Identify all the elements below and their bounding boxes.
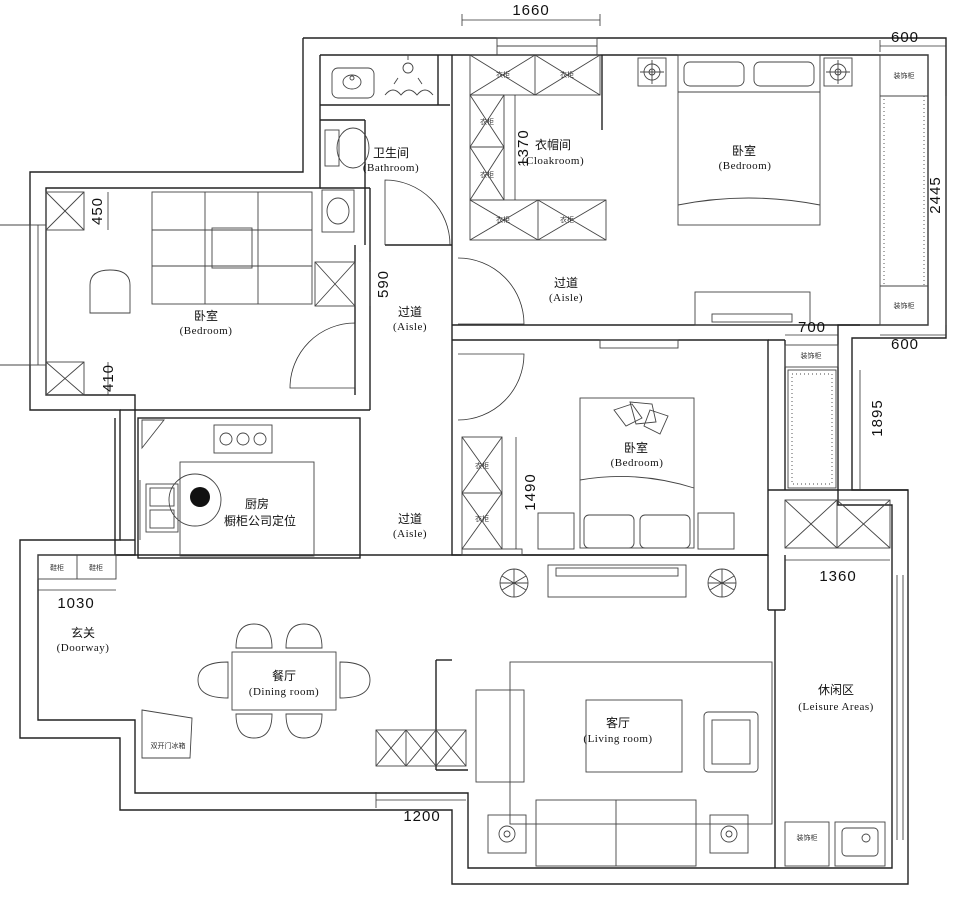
kitchen-fixtures: 厨房 橱柜公司定位 (141, 419, 315, 557)
dim-1200: 1200 (403, 808, 440, 825)
wardrobe-tag: 衣柜 (496, 70, 510, 79)
decor-cabinet-icon (879, 54, 929, 326)
toilet-icon (324, 127, 370, 169)
mid-bedroom-label-zh: 卧室 (624, 440, 648, 455)
plant-icon (499, 568, 529, 598)
washbasin-icon (321, 189, 355, 233)
dim-590: 590 (375, 270, 392, 298)
bathroom-label-zh: 卫生间 (373, 146, 409, 160)
nightstand-lamp-icon (637, 57, 667, 87)
plant-icon (707, 568, 737, 598)
aisle-upper-label-en: (Aisle) (393, 321, 427, 333)
mid-bedroom-label-en: (Bedroom) (611, 457, 664, 469)
shoe-cabinet-tag: 鞋柜 (89, 563, 103, 572)
stove-icon (213, 424, 273, 454)
armchair-icon (703, 711, 759, 773)
sofa-icon (535, 799, 697, 867)
dining-furniture: 鞋柜 鞋柜 双开门冰箱 (37, 554, 371, 759)
aisle-lower-label-en: (Aisle) (393, 528, 427, 540)
bathroom-label-en: (Bathroom) (363, 162, 419, 174)
bed-icon (677, 54, 821, 226)
aisle-top-label-zh: 过道 (554, 276, 578, 290)
leisure-fixtures: 装饰柜 装饰柜 (784, 344, 891, 867)
doorway-label-en: (Doorway) (57, 642, 110, 654)
decor-tag: 装饰柜 (894, 301, 915, 310)
wardrobe-tag: 衣柜 (496, 215, 510, 224)
dim-1660: 1660 (512, 2, 549, 19)
left-bedroom-label-zh: 卧室 (194, 308, 218, 323)
refrigerator-icon (141, 709, 193, 759)
aisle-top-label-en: (Aisle) (549, 292, 583, 304)
wardrobe-tag: 衣柜 (480, 117, 494, 126)
aisle-upper-label-zh: 过道 (398, 305, 422, 319)
wardrobe-tag: 衣柜 (480, 170, 494, 179)
tv-cabinet-icon (694, 291, 811, 326)
leisure-label-en: (Leisure Areas) (798, 701, 874, 713)
shoe-cabinet-tag: 鞋柜 (50, 563, 64, 572)
dim-450: 450 (89, 197, 106, 225)
doorway-label-zh: 玄关 (71, 625, 95, 640)
living-label-en: (Living room) (583, 733, 652, 745)
middle-bedroom-furniture: 衣柜 衣柜 (461, 339, 735, 556)
squat-toilet-icon (331, 67, 375, 99)
wardrobe-tag: 衣柜 (560, 70, 574, 79)
dining-label-zh: 餐厅 (272, 668, 296, 683)
left-bedroom-label-en: (Bedroom) (180, 325, 233, 337)
bathroom-fixtures (321, 55, 434, 233)
chair-icon (89, 269, 131, 314)
wardrobe-tag: 衣柜 (560, 215, 574, 224)
shower-icon (384, 55, 434, 96)
cloakroom-label-zh: 衣帽间 (535, 137, 571, 152)
dim-700: 700 (798, 319, 826, 336)
dim-1370: 1370 (515, 129, 532, 166)
doors (139, 179, 525, 540)
dimension-values: 1660 600 600 2445 1370 450 590 410 700 1… (57, 2, 944, 825)
dining-label-en: (Dining room) (249, 686, 319, 698)
dim-410: 410 (100, 364, 117, 392)
wardrobe-icon (461, 436, 503, 550)
dim-1360: 1360 (819, 568, 856, 585)
decor-tag: 装饰柜 (797, 833, 818, 842)
leisure-label-zh: 休闲区 (818, 683, 854, 697)
cloakroom-wardrobes: 衣柜 衣柜 衣柜 衣柜 衣柜 衣柜 (469, 54, 607, 241)
dim-2445: 2445 (927, 176, 944, 213)
fridge-tag: 双开门冰箱 (151, 741, 186, 750)
kitchen-note: 橱柜公司定位 (224, 513, 296, 528)
living-room-furniture (375, 564, 773, 867)
interior-walls (114, 55, 908, 868)
master-bedroom-furniture: 装饰柜 装饰柜 (637, 54, 929, 326)
decor-tag: 装饰柜 (801, 351, 822, 360)
sink-icon (145, 483, 179, 533)
wardrobe-tag: 衣柜 (475, 461, 489, 470)
tatami-bed-icon (151, 191, 313, 305)
side-table-lamp-icon (709, 814, 749, 854)
living-label-zh: 客厅 (606, 715, 630, 730)
dim-600-top: 600 (891, 29, 919, 46)
nightstand-lamp-icon (823, 57, 853, 87)
dim-1030: 1030 (57, 595, 94, 612)
dimension-lines (38, 14, 947, 808)
master-bedroom-label-zh: 卧室 (732, 143, 756, 158)
side-table-lamp-icon (487, 814, 527, 854)
dim-1490: 1490 (522, 473, 539, 510)
kitchen-label: 厨房 (245, 496, 269, 511)
left-bedroom-furniture (45, 191, 356, 396)
wardrobe-tag: 衣柜 (475, 514, 489, 523)
aisle-lower-label-zh: 过道 (398, 512, 422, 526)
room-labels: 卫生间 (Bathroom) 衣帽间 (Cloakroom) 卧室 (Bedro… (57, 137, 874, 745)
bed-icon (579, 397, 695, 549)
cloakroom-label-en: (Cloakroom) (522, 155, 584, 167)
decor-tag: 装饰柜 (894, 71, 915, 80)
dim-600-bottom: 600 (891, 336, 919, 353)
dim-1895: 1895 (869, 399, 886, 436)
master-bedroom-label-en: (Bedroom) (719, 160, 772, 172)
